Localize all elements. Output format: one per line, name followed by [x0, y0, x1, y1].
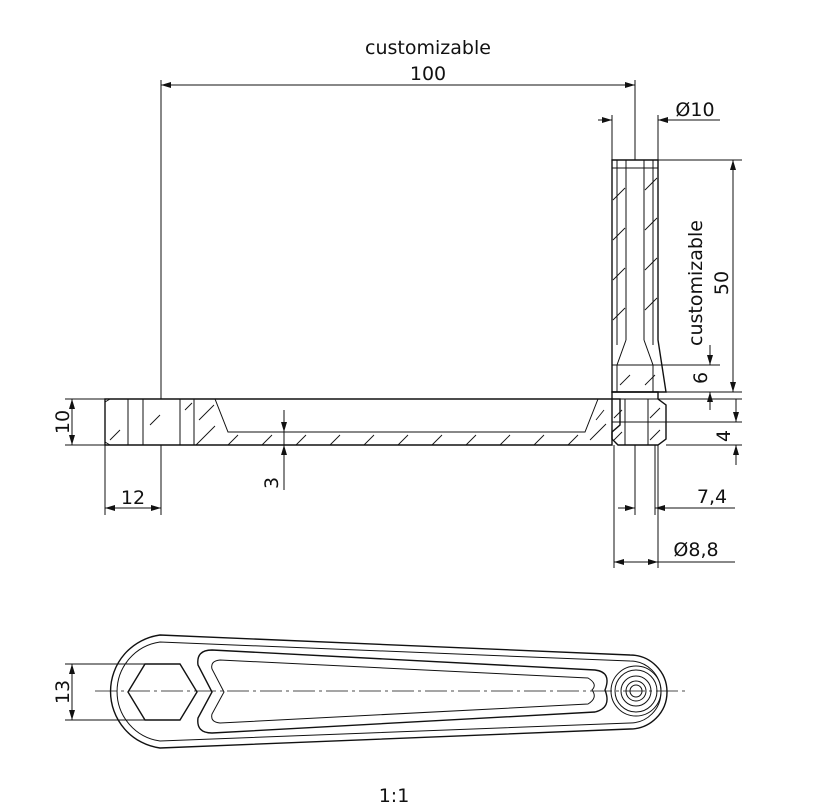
dim-twelve: 12 [121, 487, 145, 509]
dim-thirteen: 13 [52, 680, 74, 704]
top-recess [197, 649, 608, 734]
dim-ten: 10 [52, 410, 74, 434]
dim-vertical-value: 50 [711, 271, 733, 295]
dimension-lines [69, 82, 739, 565]
extension-lines [65, 80, 742, 568]
hexagon-nut [127, 663, 198, 721]
handle-recess [201, 398, 599, 433]
side-view [104, 159, 667, 446]
dim-four: 4 [713, 430, 735, 442]
dim-three: 3 [261, 477, 283, 489]
dim-top-value: 100 [410, 63, 446, 85]
dim-diameter-top: Ø10 [675, 99, 714, 121]
knob-hatching [612, 177, 658, 386]
handle-outline [104, 398, 621, 446]
scale-label: 1:1 [379, 785, 410, 807]
dim-seven-four: 7,4 [697, 486, 727, 508]
dim-diameter-bottom: Ø8,8 [673, 539, 718, 561]
dim-thirteen-lines [65, 663, 145, 721]
handle-hatching [109, 402, 607, 446]
top-outline [109, 634, 668, 749]
top-view [95, 634, 685, 749]
dim-vertical-label: customizable [685, 220, 707, 346]
dim-top-label: customizable [365, 37, 491, 59]
dim-six: 6 [690, 372, 712, 384]
axle [611, 391, 667, 446]
